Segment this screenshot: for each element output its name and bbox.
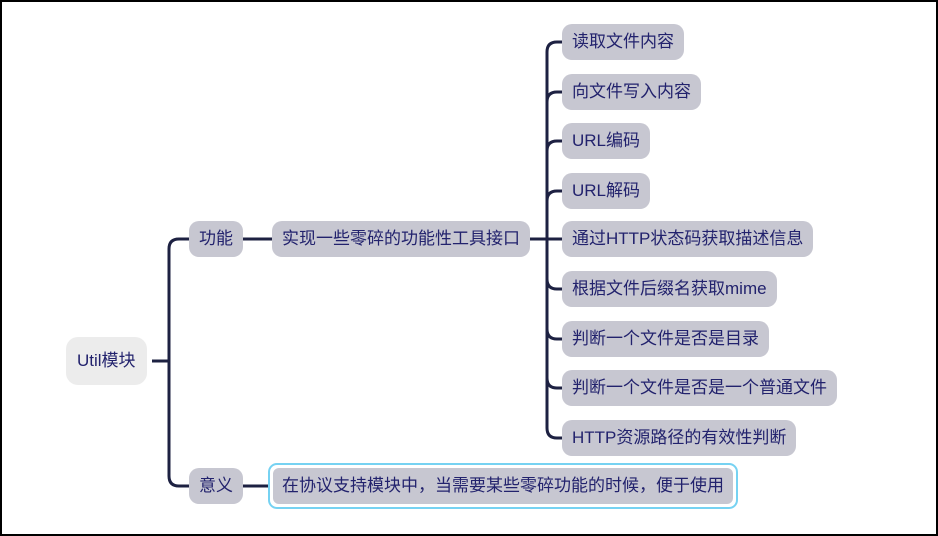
trunk-main (167, 237, 189, 488)
node-leaf-is-directory[interactable]: 判断一个文件是否是目录 (562, 321, 769, 357)
node-branch-function[interactable]: 功能 (189, 221, 243, 257)
node-leaf-http-status[interactable]: 通过HTTP状态码获取描述信息 (562, 221, 814, 257)
leaf-elbow (545, 139, 562, 152)
node-leaf-path-validity[interactable]: HTTP资源路径的有效性判断 (562, 420, 797, 456)
node-function-summary[interactable]: 实现一些零碎的功能性工具接口 (272, 221, 530, 257)
trunk-children (545, 40, 562, 440)
node-leaf-read-file[interactable]: 读取文件内容 (562, 24, 684, 60)
node-branch-meaning[interactable]: 意义 (189, 468, 243, 504)
leaf-elbow (545, 328, 562, 341)
node-root[interactable]: Util模块 (66, 337, 147, 385)
leaf-elbow (545, 189, 562, 202)
node-meaning-note-text: 在协议支持模块中，当需要某些零碎功能的时候，便于使用 (273, 468, 733, 504)
leaf-elbow (545, 278, 562, 291)
node-leaf-url-encode[interactable]: URL编码 (562, 123, 651, 159)
node-leaf-mime[interactable]: 根据文件后缀名获取mime (562, 271, 777, 307)
node-meaning-note-selected[interactable]: 在协议支持模块中，当需要某些零碎功能的时候，便于使用 (268, 463, 738, 509)
leaf-elbow (545, 90, 562, 103)
node-leaf-is-regular-file[interactable]: 判断一个文件是否是一个普通文件 (562, 370, 837, 406)
node-leaf-url-decode[interactable]: URL解码 (562, 173, 651, 209)
node-leaf-write-file[interactable]: 向文件写入内容 (562, 74, 701, 110)
leaf-elbow (545, 377, 562, 390)
